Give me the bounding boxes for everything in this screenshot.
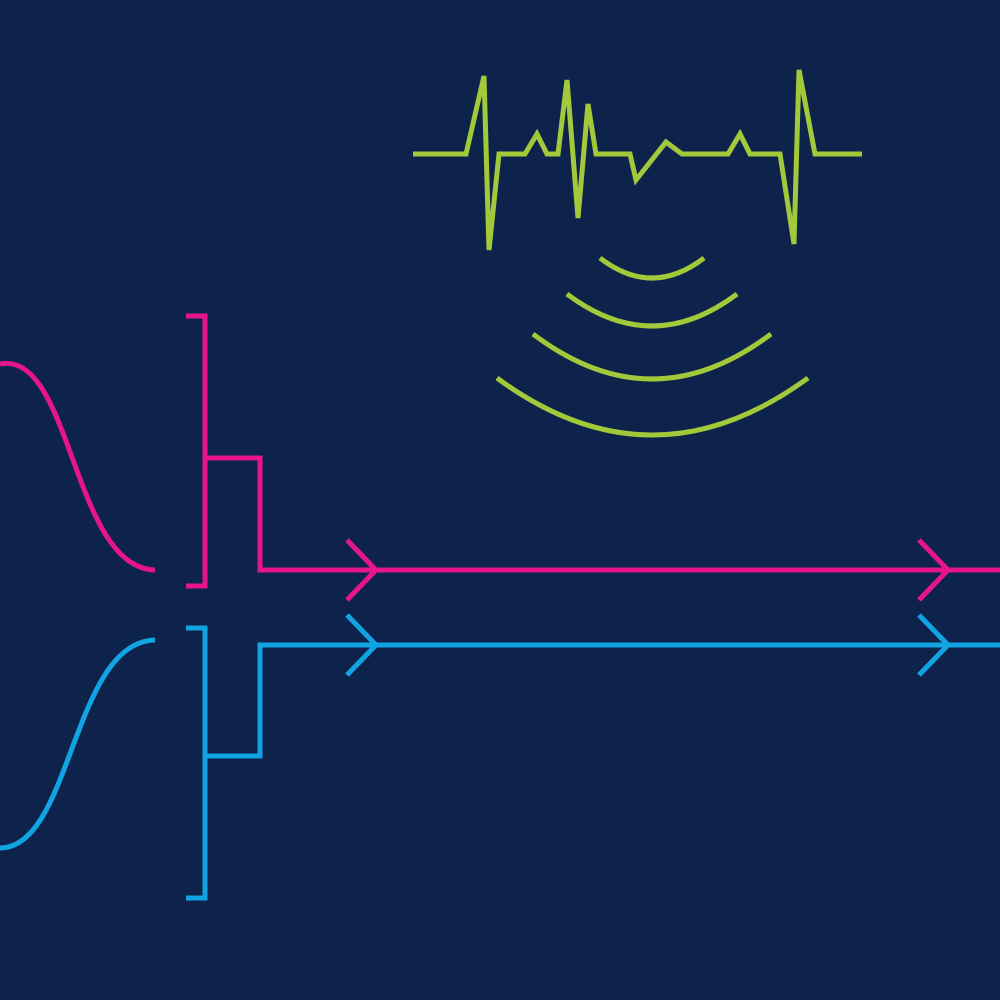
bracket-top [186, 313, 208, 589]
step-pulse-icon [205, 642, 1000, 759]
bottom-signal-group [0, 613, 1000, 901]
signal-arc-4 [495, 375, 810, 438]
signal-arc-3 [531, 332, 773, 382]
arrow-chevron-icon [917, 538, 952, 602]
bell-curve-icon [0, 637, 156, 851]
signal-arc-2 [565, 292, 739, 329]
wireless-signal-waves-icon [495, 256, 810, 438]
arrow-chevron-icon [345, 538, 380, 602]
bracket-bottom [186, 625, 208, 901]
heartbeat-waveform-icon [413, 69, 862, 251]
top-signal-group [0, 313, 1000, 602]
signal-arc-1 [598, 256, 706, 281]
arrow-chevron-icon [917, 613, 952, 677]
bell-curve-icon [0, 361, 156, 573]
step-pulse-icon [205, 455, 1000, 573]
arrow-chevron-icon [345, 613, 380, 677]
